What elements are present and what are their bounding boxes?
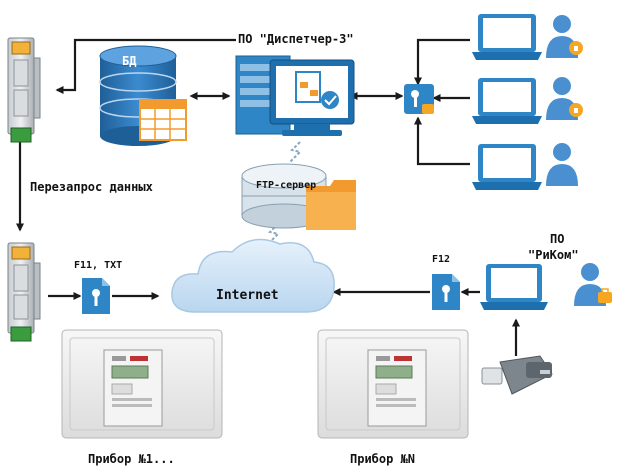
meter-cabinet-icon: [317, 329, 469, 439]
internet-label: Internet: [216, 288, 279, 303]
laptop-icon: [480, 264, 548, 310]
user-icon: [574, 263, 612, 306]
rikom-software-label-line1: ПО: [550, 232, 565, 246]
ftp-server-icon: [241, 163, 356, 230]
user-icon: [546, 143, 578, 186]
f12-label: F12: [432, 254, 451, 265]
arrow-dispatcher-to-modem: [55, 38, 236, 94]
user-icon: [546, 77, 583, 120]
meter-cabinet-icon: [61, 329, 223, 439]
device-n-label: Прибор №N: [350, 452, 416, 466]
laptop-icon: [472, 14, 542, 60]
cloud-icon: [171, 238, 335, 313]
f11-txt-label: F11, TXT: [74, 260, 123, 271]
device-1-label: Прибор №1...: [88, 452, 175, 466]
ftp-server-label: FTP-сервер: [256, 180, 317, 191]
folder-icon: [306, 180, 356, 230]
link-server-ftp: [289, 141, 302, 163]
arrow-laptop3-to-lock: [414, 116, 470, 166]
monitor-icon: [269, 59, 355, 136]
usb-adapter-icon: [481, 355, 553, 395]
arrow-laptop1-to-lock: [414, 38, 470, 86]
lock-key-icon: [404, 84, 434, 114]
database-label: БД: [122, 54, 137, 68]
table-icon: [139, 99, 187, 141]
arrows: [16, 38, 520, 356]
laptop-icon: [472, 78, 542, 124]
re-request-label: Перезапрос данных: [30, 180, 153, 194]
modem-icon: [7, 242, 41, 342]
laptop-icon: [472, 144, 542, 190]
dispatcher-software-label: ПО "Диспетчер-3": [238, 32, 354, 46]
modem-icon: [7, 37, 41, 143]
rikom-software-label-line2: "РиКом": [528, 248, 579, 262]
file-key-icon: [82, 278, 110, 314]
file-key-icon: [432, 274, 460, 310]
database-icon: [99, 45, 187, 146]
user-icon: [546, 15, 583, 58]
